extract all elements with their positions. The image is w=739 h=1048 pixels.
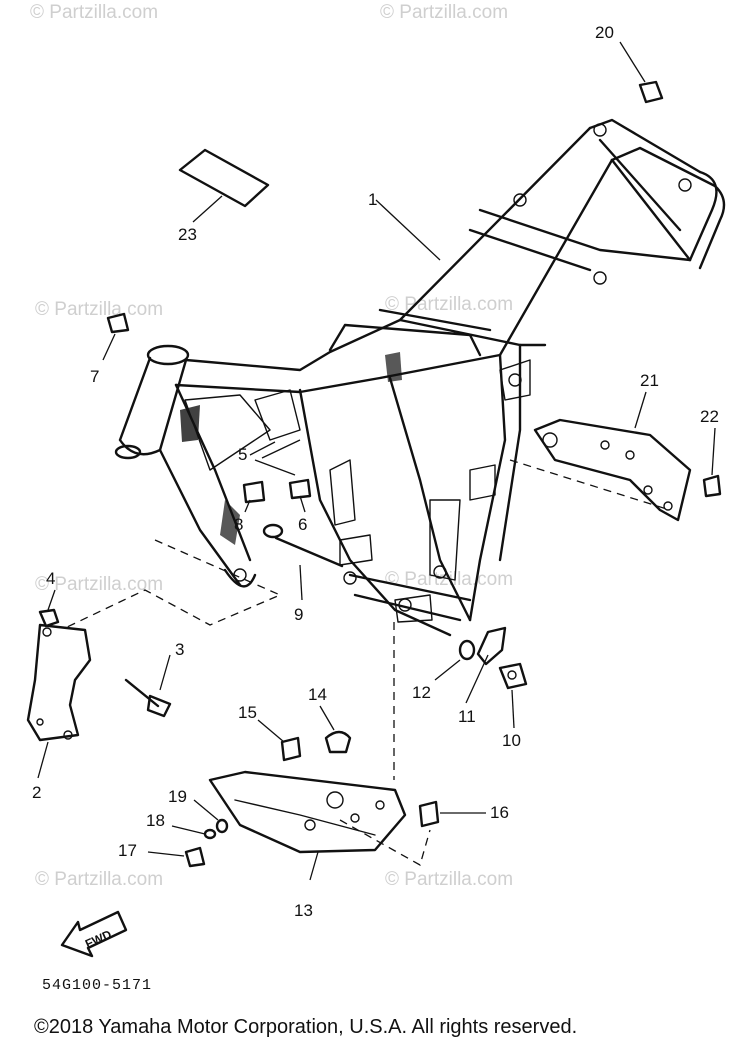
fwd-label: FWD [83,927,114,951]
collar-10-part [498,662,528,690]
callout-3: 3 [175,640,184,659]
washer-12-part [458,639,476,661]
bolt-6-part [288,478,312,500]
engine-bracket-part [26,623,92,742]
callout-1: 1 [368,190,377,209]
callout-12: 12 [412,683,431,702]
watermark: © Partzilla.com [35,869,163,890]
washer-19-part [215,818,229,834]
skid-plate-part [208,770,407,854]
watermark: © Partzilla.com [35,574,163,595]
watermark: © Partzilla.com [385,294,513,315]
callout-10: 10 [502,731,521,750]
callout-9: 9 [294,605,303,624]
callout-21: 21 [640,371,659,390]
bolt-8-part [242,480,266,504]
washer-18-part [203,828,217,840]
callout-labels: 1 2 3 4 5 6 7 8 9 10 11 12 13 14 15 16 1… [32,23,719,920]
grommet-7-part [106,312,130,334]
callout-11: 11 [458,707,476,726]
callout-7: 7 [90,367,99,386]
bolt-part [124,678,172,718]
watermark: © Partzilla.com [35,299,163,320]
callout-8: 8 [234,515,243,534]
callout-15: 15 [238,703,257,722]
callout-4: 4 [46,569,55,588]
cap-20-part [638,80,664,104]
watermark-group: © Partzilla.com © Partzilla.com © Partzi… [30,2,513,890]
callout-23: 23 [178,225,197,244]
forward-arrow-icon: FWD [60,910,128,958]
bracket-21-part [533,418,692,522]
bolt-22-part [702,474,722,498]
diagram-part-code: 54G100-5171 [42,977,153,994]
watermark: © Partzilla.com [385,869,513,890]
callout-17: 17 [118,841,137,860]
callout-20: 20 [595,23,614,42]
plate-11-part [476,626,507,666]
callout-6: 6 [298,515,307,534]
main-frame [114,118,726,637]
long-bolt-part [262,523,344,568]
callout-18: 18 [146,811,165,830]
watermark: © Partzilla.com [30,2,158,23]
callout-2: 2 [32,783,41,802]
callout-5: 5 [238,445,247,464]
callout-14: 14 [308,685,327,704]
nut-part [38,608,60,628]
watermark: © Partzilla.com [380,2,508,23]
bolt-17-part [184,846,206,868]
callout-16: 16 [490,803,509,822]
callout-22: 22 [700,407,719,426]
copyright-notice: ©2018 Yamaha Motor Corporation, U.S.A. A… [34,1016,578,1038]
callout-13: 13 [294,901,313,920]
plate-23-part [178,148,270,208]
callout-19: 19 [168,787,187,806]
bolt-16-part [418,800,440,828]
collar-15-part [280,736,302,762]
leader-lines [37,41,716,881]
cap-14-part [324,730,352,754]
